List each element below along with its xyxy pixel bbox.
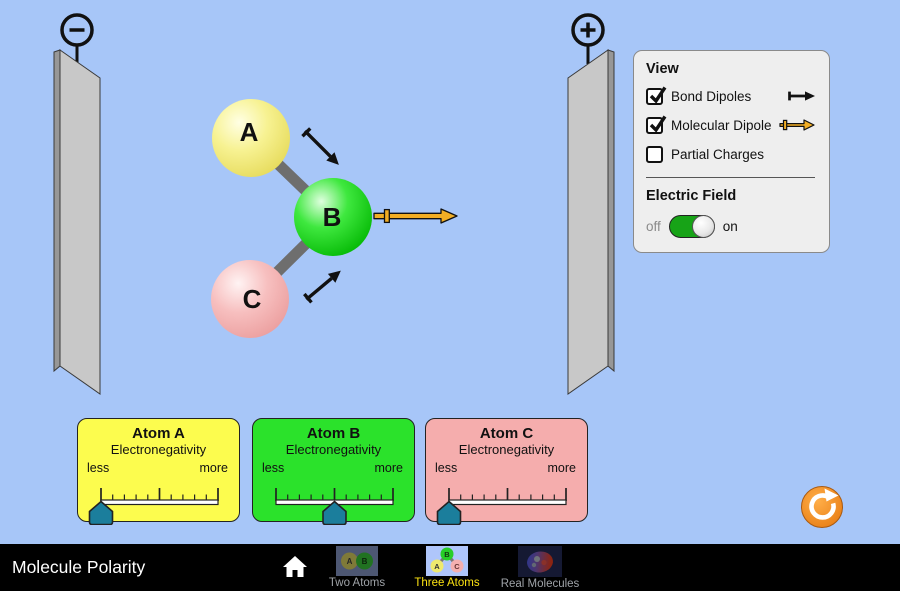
tab-three-atoms[interactable]: B A C Three Atoms bbox=[408, 546, 486, 589]
atom-c-electronegativity-panel: Atom C Electronegativity less more bbox=[425, 418, 589, 525]
two-atoms-icon: A B bbox=[336, 546, 378, 576]
panel-divider bbox=[646, 177, 815, 178]
more-label: more bbox=[199, 461, 228, 475]
molecular-dipole-label: Molecular Dipole bbox=[671, 117, 772, 133]
atom-b-electronegativity-panel: Atom B Electronegativity less more bbox=[252, 418, 416, 525]
tab-two-atoms[interactable]: A B Two Atoms bbox=[318, 546, 396, 589]
less-label: less bbox=[262, 461, 285, 475]
atom-a[interactable] bbox=[212, 99, 290, 177]
electronegativity-subtitle: Electronegativity bbox=[110, 442, 207, 457]
positive-plate bbox=[567, 13, 615, 395]
icon-atom-c-label: C bbox=[454, 562, 460, 571]
atom-a-panel-title: Atom A bbox=[132, 425, 185, 442]
negative-plate bbox=[53, 13, 101, 395]
bond-dipoles-label: Bond Dipoles bbox=[671, 88, 752, 104]
atom-b-label: B bbox=[323, 202, 342, 232]
atom-b[interactable] bbox=[294, 178, 372, 256]
plus-symbol-icon bbox=[571, 13, 605, 47]
electric-field-on-label[interactable]: on bbox=[722, 219, 738, 234]
molecular-dipole-checkbox bbox=[646, 115, 667, 134]
atom-c-label: C bbox=[243, 284, 262, 314]
play-area: A B C bbox=[53, 13, 843, 528]
electric-field-off-label[interactable]: off bbox=[646, 219, 661, 234]
less-label: less bbox=[435, 461, 458, 475]
electric-field-toggle[interactable] bbox=[668, 215, 715, 238]
atom-c-electronegativity-slider[interactable] bbox=[426, 475, 589, 525]
tab-two-atoms-label: Two Atoms bbox=[328, 577, 386, 589]
partial-charges-checkbox bbox=[646, 145, 663, 163]
view-control-panel: View Bond Dipoles Molecular Dipole bbox=[633, 50, 830, 253]
less-label: less bbox=[87, 461, 110, 475]
electric-field-row: off on bbox=[646, 215, 815, 238]
tab-three-atoms-label: Three Atoms bbox=[414, 577, 480, 589]
icon-atom-b-label: B bbox=[444, 550, 450, 559]
more-label: more bbox=[374, 461, 403, 475]
icon-atom-b-label: B bbox=[362, 557, 368, 566]
electronegativity-slider-thumb[interactable] bbox=[88, 500, 114, 525]
icon-atom-a-label: A bbox=[347, 557, 353, 566]
reset-arrow-icon bbox=[824, 488, 839, 502]
home-button[interactable] bbox=[281, 554, 309, 580]
molecular-dipole-arrow-icon bbox=[779, 119, 815, 131]
bond-dipoles-checkbox bbox=[646, 86, 667, 105]
icon-atom-a-label: A bbox=[434, 562, 440, 571]
atom-a-electronegativity-slider[interactable] bbox=[78, 475, 241, 525]
electronegativity-subtitle: Electronegativity bbox=[285, 442, 382, 457]
minus-symbol-icon bbox=[60, 13, 94, 47]
atom-a-electronegativity-panel: Atom A Electronegativity less more bbox=[77, 418, 241, 525]
atom-c[interactable] bbox=[211, 260, 289, 338]
bond-dipole-cb-arrow bbox=[303, 270, 341, 304]
reset-all-button[interactable] bbox=[801, 486, 843, 528]
electronegativity-slider-thumb[interactable] bbox=[322, 500, 347, 525]
partial-charges-label: Partial Charges bbox=[671, 146, 765, 162]
atom-b-panel-title: Atom B bbox=[306, 425, 361, 442]
electronegativity-slider-thumb[interactable] bbox=[436, 500, 462, 525]
molecular-dipole-checkbox-row[interactable]: Molecular Dipole bbox=[646, 115, 815, 135]
bond-dipole-arrow-icon bbox=[788, 91, 815, 101]
molecular-dipole-arrow bbox=[373, 208, 458, 224]
atom-a-label: A bbox=[240, 117, 259, 147]
tab-real-molecules-label: Real Molecules bbox=[500, 578, 580, 590]
real-molecules-icon bbox=[518, 546, 562, 577]
home-icon bbox=[283, 556, 307, 577]
tab-real-molecules[interactable]: Real Molecules bbox=[494, 546, 586, 590]
bond-dipole-ab-arrow bbox=[301, 127, 339, 165]
view-panel-title: View bbox=[646, 61, 679, 77]
atom-c-panel-title: Atom C bbox=[479, 425, 534, 442]
sim-title: Molecule Polarity bbox=[12, 557, 146, 577]
more-label: more bbox=[547, 461, 576, 475]
electronegativity-subtitle: Electronegativity bbox=[458, 442, 555, 457]
partial-charges-checkbox-row[interactable]: Partial Charges bbox=[646, 144, 815, 164]
navbar: Molecule Polarity A B Two Atoms bbox=[0, 544, 900, 591]
molecule[interactable]: A B C bbox=[211, 99, 372, 338]
three-atoms-icon: B A C bbox=[426, 546, 468, 576]
toggle-knob-icon bbox=[691, 215, 715, 238]
atom-b-electronegativity-slider[interactable] bbox=[253, 475, 416, 525]
electric-field-title: Electric Field bbox=[646, 188, 737, 204]
bond-dipoles-checkbox-row[interactable]: Bond Dipoles bbox=[646, 86, 815, 106]
